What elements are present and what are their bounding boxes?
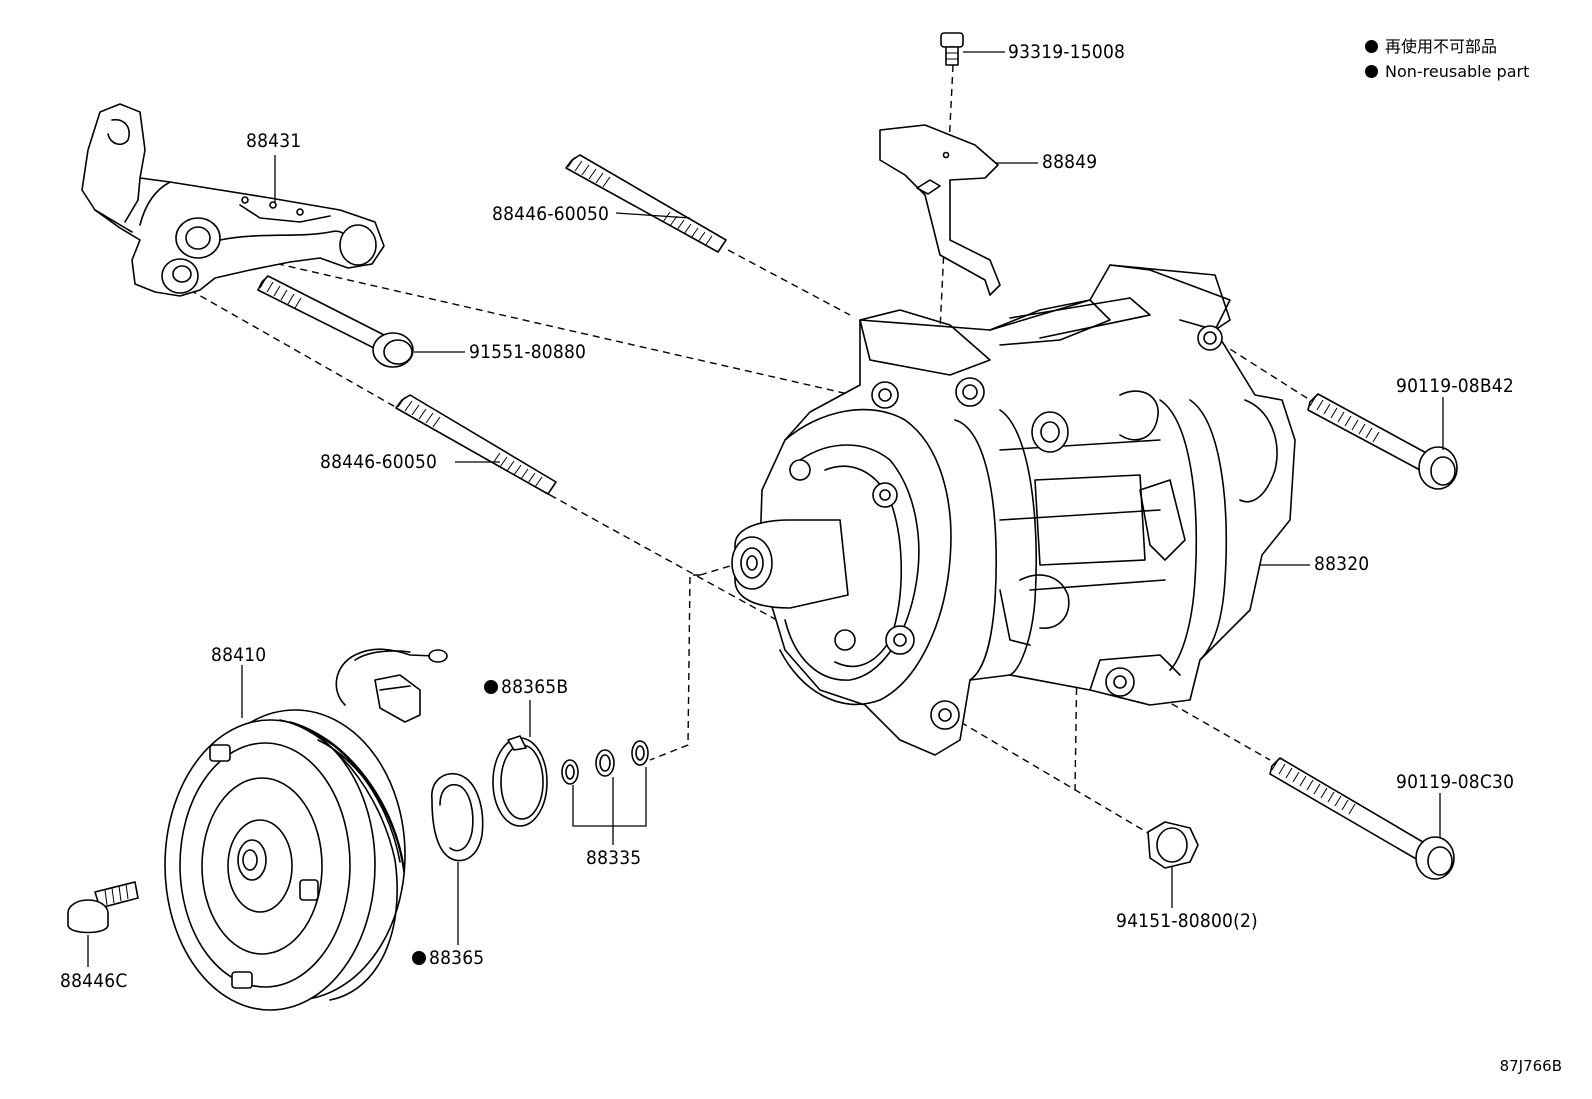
nut-94151 [1147,821,1199,869]
label-88365b-text: 88365B [501,676,569,698]
bolt-91551 [257,275,414,368]
compressor-88320 [731,264,1296,756]
bolt-88446c [67,881,139,934]
non-reusable-dot [412,951,426,965]
bolt-90119-08c30 [1269,757,1455,880]
label-88446c: 88446C [60,970,128,992]
label-88446-top: 88446-60050 [492,203,610,225]
ring-88365 [431,773,484,862]
label-94151: 94151-80800(2) [1116,910,1258,932]
leader-lines [87,51,1444,967]
shims-88335 [561,740,649,845]
label-90119-08c30: 90119-08C30 [1396,771,1515,793]
compressor-bracket-88431 [81,103,385,297]
label-88410: 88410 [211,644,267,666]
assembly-guide-lines [189,64,1311,841]
legend-dot-icon [1365,40,1378,53]
label-88446-mid: 88446-60050 [320,451,438,473]
bracket-88849 [879,124,1001,296]
label-88431: 88431 [246,130,302,152]
clutch-pulley-88410 [164,648,448,1011]
bolt-93319 [940,32,964,66]
non-reusable-dot [484,680,498,694]
label-88365b: 88365B [484,678,568,697]
bolt-90119-08b42 [1307,393,1458,490]
legend-english-text: Non-reusable part [1385,62,1530,81]
legend-japanese-text: 再使用不可部品 [1385,37,1498,56]
label-88849: 88849 [1042,151,1098,173]
label-88335: 88335 [586,847,642,869]
snap-ring-88365b [492,735,548,827]
label-88320: 88320 [1314,553,1370,575]
label-93319: 93319-15008 [1008,41,1126,63]
stud-bolt-middle [395,394,557,495]
label-88365-text: 88365 [429,947,485,969]
legend-english: Non-reusable part [1365,64,1529,80]
label-91551: 91551-80880 [469,341,587,363]
label-90119-08b42: 90119-08B42 [1396,375,1514,397]
label-88365: 88365 [412,949,484,968]
legend-dot-icon [1365,65,1378,78]
legend-japanese: 再使用不可部品 [1365,39,1497,55]
stud-bolt-top [565,154,727,253]
illustration-code: 87J766B [1499,1057,1562,1075]
